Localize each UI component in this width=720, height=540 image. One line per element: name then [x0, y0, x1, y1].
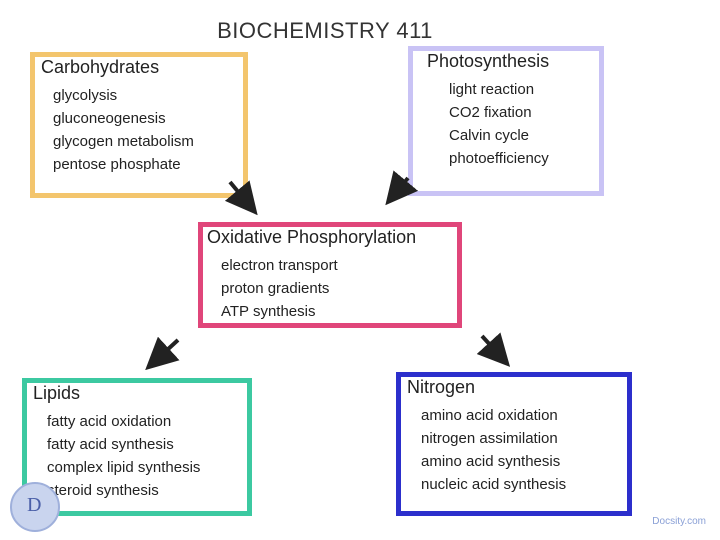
photosynthesis-box: Photosynthesis light reaction CO2 fixati…: [408, 46, 604, 196]
lipids-box: Lipids fatty acid oxidation fatty acid s…: [22, 378, 252, 516]
list-item: glycogen metabolism: [53, 133, 194, 150]
list-item: gluconeogenesis: [53, 110, 166, 127]
list-item: glycolysis: [53, 87, 118, 104]
photosynthesis-list: light reaction CO2 fixation Calvin cycle…: [413, 78, 599, 170]
carbohydrates-list: glycolysis gluconeogenesis glycogen meta…: [35, 84, 243, 176]
oxidative-phosphorylation-box: Oxidative Phosphorylation electron trans…: [198, 222, 462, 328]
list-item: light reaction: [449, 81, 535, 98]
nitrogen-box: Nitrogen amino acid oxidation nitrogen a…: [396, 372, 632, 516]
list-item: fatty acid synthesis: [47, 436, 174, 453]
watermark: Docsity.com: [652, 516, 706, 527]
list-item: amino acid synthesis: [421, 453, 561, 470]
arrow-photosynthesis-to-oxidative: [385, 170, 419, 206]
list-item: ATP synthesis: [221, 303, 316, 320]
list-item: complex lipid synthesis: [47, 459, 201, 476]
list-item: photoefficiency: [449, 150, 549, 167]
lipids-list: fatty acid oxidation fatty acid synthesi…: [27, 410, 247, 502]
carbohydrates-heading: Carbohydrates: [41, 57, 160, 77]
oxidative-list: electron transport proton gradients ATP …: [203, 254, 457, 323]
lipids-heading: Lipids: [33, 383, 81, 403]
list-item: nitrogen assimilation: [421, 430, 558, 447]
list-item: electron transport: [221, 257, 338, 274]
carbohydrates-box: Carbohydrates glycolysis gluconeogenesis…: [30, 52, 248, 198]
list-item: proton gradients: [221, 280, 330, 297]
list-item: fatty acid oxidation: [47, 413, 172, 430]
list-item: amino acid oxidation: [421, 407, 558, 424]
page-title: BIOCHEMISTRY 411: [217, 18, 433, 43]
arrow-oxidative-to-lipids: [145, 336, 180, 371]
nitrogen-list: amino acid oxidation nitrogen assimilati…: [401, 404, 627, 496]
list-item: Calvin cycle: [449, 127, 530, 144]
list-item: steroid synthesis: [47, 482, 159, 499]
nitrogen-heading: Nitrogen: [407, 377, 476, 397]
list-item: pentose phosphate: [53, 156, 181, 173]
docsity-logo-icon: D: [10, 482, 60, 532]
arrow-oxidative-to-nitrogen: [476, 332, 511, 367]
list-item: CO2 fixation: [449, 104, 532, 121]
list-item: nucleic acid synthesis: [421, 476, 567, 493]
photosynthesis-heading: Photosynthesis: [427, 51, 550, 71]
oxidative-heading: Oxidative Phosphorylation: [207, 227, 417, 247]
